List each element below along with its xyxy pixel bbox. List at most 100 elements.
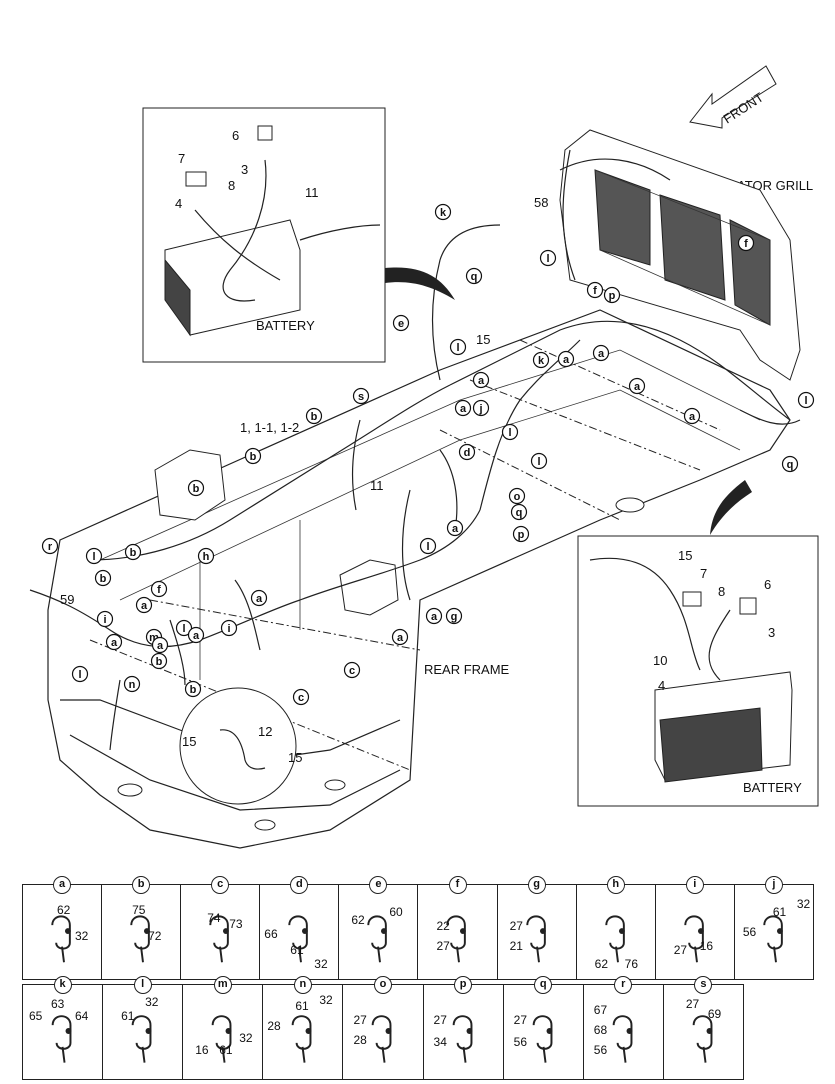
part-number: 62 bbox=[594, 957, 609, 971]
marker-circle bbox=[220, 619, 238, 637]
marker-letter: k bbox=[538, 355, 545, 367]
marker-circle bbox=[512, 525, 530, 543]
marker-circle bbox=[603, 286, 621, 304]
label-8: 8 bbox=[228, 178, 235, 193]
legend-badge: a bbox=[53, 876, 72, 894]
marker-a: a bbox=[151, 636, 169, 654]
part-number: 63 bbox=[51, 997, 65, 1011]
marker-letter: l bbox=[804, 395, 807, 407]
part-sketch-g bbox=[525, 915, 546, 963]
marker-circle bbox=[197, 547, 215, 565]
marker-a: a bbox=[250, 589, 268, 607]
label-3: 3 bbox=[241, 162, 248, 177]
part-number: 60 bbox=[389, 905, 403, 919]
legend-badge: n bbox=[293, 976, 312, 994]
part-number: 34 bbox=[433, 1035, 447, 1049]
marker-circle bbox=[392, 314, 410, 332]
marker-letter: f bbox=[744, 238, 748, 250]
marker-letter: m bbox=[149, 632, 159, 644]
legend-badge: b bbox=[132, 876, 151, 894]
marker-circle bbox=[391, 628, 409, 646]
harness-cables bbox=[29, 149, 801, 751]
part-number: 68 bbox=[593, 1023, 608, 1037]
legend-badge: q bbox=[534, 976, 553, 994]
marker-letter: a bbox=[157, 640, 164, 652]
marker-letter: p bbox=[609, 290, 616, 302]
marker-letter: b bbox=[193, 483, 200, 495]
part-number: 32 bbox=[314, 957, 328, 971]
part-number: 27 bbox=[513, 1013, 528, 1027]
label-r10: 10 bbox=[653, 653, 667, 668]
marker-j: j bbox=[472, 399, 490, 417]
legend-badge: h bbox=[606, 876, 625, 894]
marker-q: q bbox=[465, 267, 483, 285]
marker-r: r bbox=[41, 537, 59, 555]
legend-badge: m bbox=[213, 976, 232, 994]
marker-c: c bbox=[343, 661, 361, 679]
marker-k: k bbox=[434, 203, 452, 221]
part-number: 16 bbox=[699, 939, 714, 953]
detail-pointer-right bbox=[710, 480, 752, 535]
marker-l: l bbox=[539, 249, 557, 267]
marker-letter: q bbox=[516, 507, 523, 519]
marker-b: b bbox=[305, 407, 323, 425]
label-6: 6 bbox=[232, 128, 239, 143]
marker-a: a bbox=[105, 633, 123, 651]
marker-letter: l bbox=[508, 427, 511, 439]
marker-letter: b bbox=[100, 573, 107, 585]
marker-circle bbox=[434, 203, 452, 221]
marker-circle bbox=[539, 249, 557, 267]
marker-circle bbox=[510, 503, 528, 521]
part-number: 61 bbox=[290, 943, 304, 957]
marker-circle bbox=[797, 391, 815, 409]
marker-letter: a bbox=[598, 348, 605, 360]
part-number: 73 bbox=[229, 917, 243, 931]
part-number: 56 bbox=[742, 925, 757, 939]
label-harness: 1, 1-1, 1-2 bbox=[240, 420, 299, 435]
label-r8: 8 bbox=[718, 584, 725, 599]
marker-circle bbox=[244, 447, 262, 465]
marker-circle bbox=[187, 626, 205, 644]
marker-b: b bbox=[124, 543, 142, 561]
marker-a: a bbox=[391, 628, 409, 646]
marker-circle bbox=[445, 607, 463, 625]
marker-circle bbox=[449, 338, 467, 356]
label-4: 4 bbox=[175, 196, 182, 211]
marker-letter: a bbox=[689, 411, 696, 423]
marker-circle bbox=[250, 589, 268, 607]
marker-a: a bbox=[628, 377, 646, 395]
marker-f: f bbox=[586, 281, 604, 299]
marker-letter: l bbox=[456, 342, 459, 354]
legend-badge: l bbox=[133, 976, 152, 994]
marker-circle bbox=[150, 652, 168, 670]
part-number: 74 bbox=[207, 911, 221, 925]
marker-letter: a bbox=[634, 381, 641, 393]
marker-letter: i bbox=[227, 623, 230, 635]
marker-l: l bbox=[501, 423, 519, 441]
part-number: 27 bbox=[436, 939, 450, 953]
marker-letter: a bbox=[141, 600, 148, 612]
marker-l: l bbox=[530, 452, 548, 470]
marker-q: q bbox=[510, 503, 528, 521]
marker-h: h bbox=[197, 547, 215, 565]
part-sketch-e bbox=[367, 915, 388, 963]
marker-letter: s bbox=[358, 391, 364, 403]
marker-letter: a bbox=[478, 375, 485, 387]
label-r15: 15 bbox=[678, 548, 692, 563]
part-number: 27 bbox=[673, 943, 688, 957]
marker-circle bbox=[454, 399, 472, 417]
label-11: 11 bbox=[305, 185, 319, 200]
marker-letter: a bbox=[452, 523, 459, 535]
marker-letter: e bbox=[398, 318, 404, 330]
marker-a: a bbox=[454, 399, 472, 417]
part-number: 27 bbox=[509, 919, 523, 933]
part-number: 28 bbox=[353, 1033, 367, 1047]
marker-b: b bbox=[150, 652, 168, 670]
marker-n: n bbox=[123, 675, 141, 693]
